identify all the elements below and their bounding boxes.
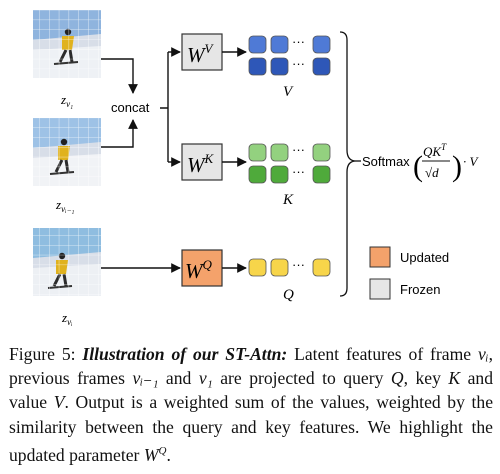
token-ellipsis: ··· [292, 257, 305, 272]
svg-text:· V: · V [463, 154, 480, 169]
caption-text: . [166, 444, 171, 465]
token-k [248, 165, 267, 184]
token-k [312, 143, 331, 162]
frame-label-v1: zv₁ [60, 92, 73, 109]
legend-label-frozen: Frozen [400, 282, 440, 297]
tokens-q: ··· [248, 257, 331, 277]
token-ellipsis: ··· [292, 34, 305, 49]
caption-text: , key [403, 368, 449, 389]
caption-title: Illustration of our ST-Attn: [82, 344, 288, 364]
frame-label-vi-1: zvᵢ₋₁ [55, 197, 74, 214]
svg-text:): ) [452, 150, 462, 183]
caption-text: and [158, 368, 199, 389]
frame-label-vi: zvᵢ [61, 310, 73, 327]
svg-text:QKT: QKT [423, 142, 447, 159]
token-q [248, 258, 267, 277]
caption-text: , previous frames [9, 344, 493, 389]
token-k [270, 143, 289, 162]
frame-thumbnail-1 [33, 118, 101, 186]
token-q [270, 258, 289, 277]
caption-text: Latent features of frame [294, 344, 478, 364]
connector-vi-1-concat [101, 119, 138, 148]
output-label-v: V [283, 84, 294, 100]
caption-var-v: V [53, 392, 65, 413]
figure-caption: Figure 5: Illustration of our ST-Attn: L… [9, 342, 493, 467]
legend: Updated Frozen [369, 246, 449, 300]
caption-var-vi-1: vᵢ₋₁ [132, 368, 159, 389]
connector-v1-concat [101, 58, 138, 94]
legend-swatch-updated [369, 246, 391, 268]
output-label-q: Q [283, 287, 294, 303]
token-v [248, 35, 267, 54]
token-ellipsis: ··· [292, 164, 305, 179]
token-k [312, 165, 331, 184]
weight-label-wk: WK [187, 151, 215, 177]
tokens-k: ··· ··· [248, 142, 331, 184]
caption-var-q: Q [390, 368, 404, 389]
weight-label-wv: WV [187, 41, 215, 67]
caption-text: and value [9, 368, 493, 413]
token-q [312, 258, 331, 277]
frame-thumbnail-2 [33, 228, 101, 296]
softmax-formula: Softmax ( QKT √d ) · V [362, 142, 480, 183]
weight-box-wq [181, 249, 223, 287]
token-k [270, 165, 289, 184]
caption-var-k: K [448, 368, 461, 389]
token-v [312, 57, 331, 76]
token-ellipsis: ··· [292, 142, 305, 157]
concat-label: concat [111, 100, 150, 115]
svg-text:√d: √d [425, 165, 439, 180]
frame-thumbnail-0 [33, 10, 101, 78]
token-v [248, 57, 267, 76]
caption-var-v1: v₁ [198, 368, 213, 389]
svg-text:(: ( [413, 150, 423, 183]
st-attn-diagram: zv₁ zvᵢ₋₁ zvᵢ concat WV WK WQ ··········… [33, 10, 480, 327]
caption-var-vi: vᵢ [477, 344, 489, 364]
legend-label-updated: Updated [400, 250, 449, 265]
caption-text: . Output is a weighted sum of the values… [9, 392, 494, 465]
token-k [248, 143, 267, 162]
legend-swatch-frozen [369, 278, 391, 300]
token-ellipsis: ··· [292, 56, 305, 71]
connector-concat-bus [160, 52, 169, 162]
caption-figure-label: Figure 5: [9, 344, 76, 364]
token-v [270, 57, 289, 76]
tokens-v: ··· ··· [248, 34, 331, 76]
caption-text: are projected to query [212, 368, 391, 389]
svg-text:Softmax: Softmax [362, 154, 410, 169]
caption-var-wq: WQ [143, 444, 167, 465]
output-brace [339, 31, 357, 297]
weight-label-wq: WQ [185, 257, 213, 283]
output-label-k: K [282, 192, 294, 208]
token-v [312, 35, 331, 54]
token-v [270, 35, 289, 54]
